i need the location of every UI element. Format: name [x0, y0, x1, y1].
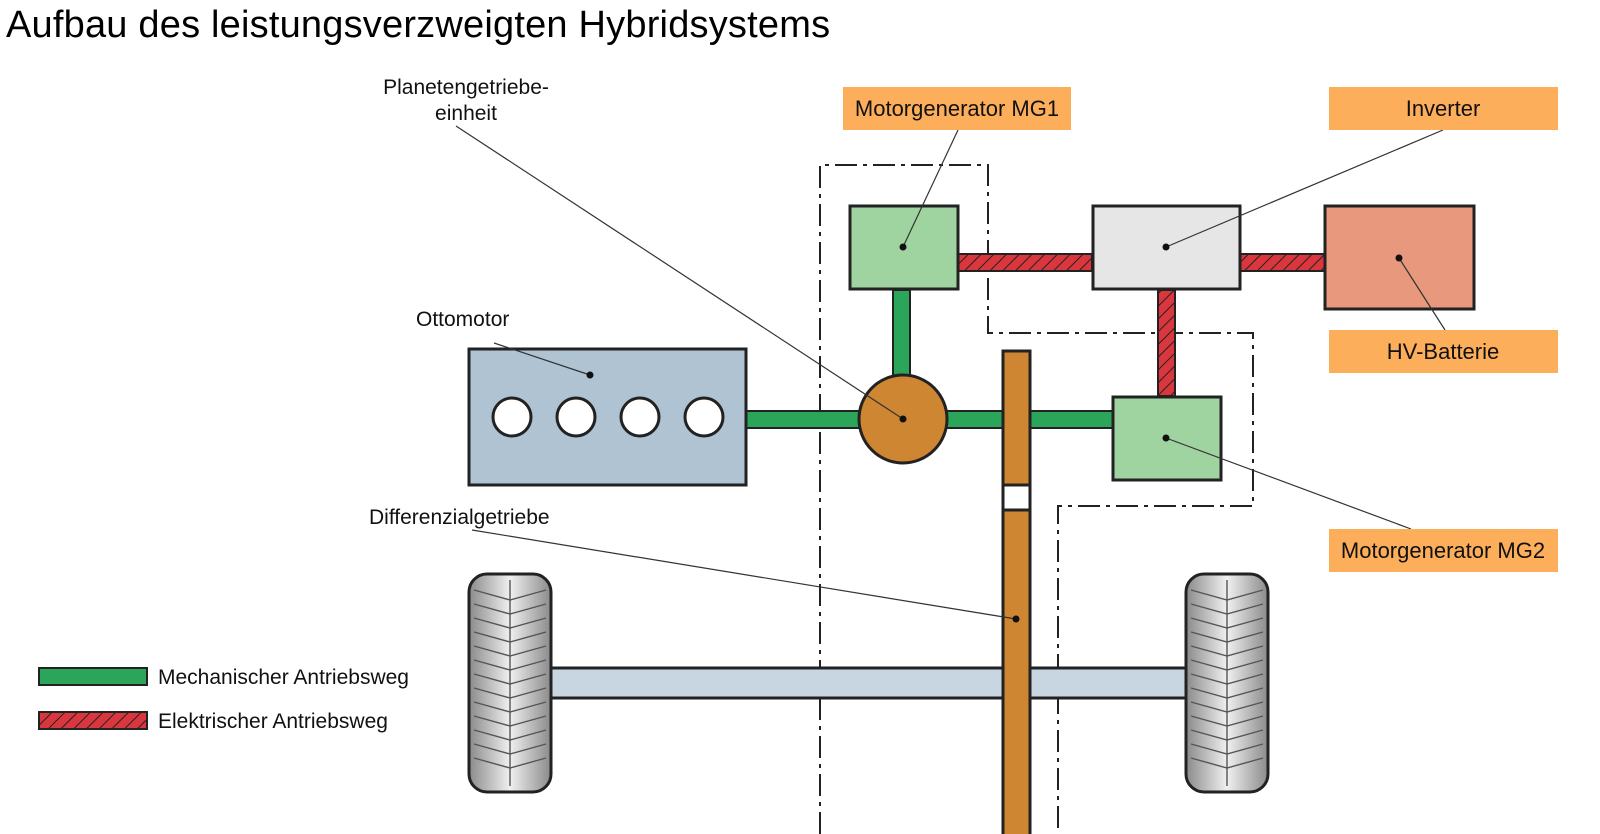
tag-inverter-text: Inverter [1406, 96, 1481, 121]
legend: Mechanischer Antriebsweg Elektrischer An… [38, 666, 409, 733]
tag-mg1 [843, 87, 1071, 130]
label-planetary-line2: einheit [435, 102, 497, 125]
leader-lines [455, 125, 1446, 620]
rear-axle [538, 666, 1202, 700]
engine-block [467, 347, 748, 487]
differential-shaft [1001, 349, 1032, 834]
label-planetary-line1: Planetengetriebe- [383, 76, 549, 99]
tag-hv-battery [1329, 330, 1558, 373]
tag-mg2 [1329, 529, 1558, 572]
label-differential: Differenzialgetriebe [369, 506, 550, 529]
tag-hv-battery-text: HV-Batterie [1387, 339, 1500, 364]
housing-outline [819, 164, 1254, 834]
legend-swatch-electrical [38, 711, 148, 730]
legend-swatch-mechanical [38, 667, 148, 686]
cylinder-3 [619, 396, 661, 438]
tag-inverter [1329, 87, 1558, 130]
anchor-dots [586, 243, 1403, 623]
wheel-right [1184, 572, 1270, 794]
cylinder-2 [555, 396, 597, 438]
legend-label-mechanical: Mechanischer Antriebsweg [158, 666, 409, 689]
tag-mg1-text: Motorgenerator MG1 [855, 96, 1059, 121]
cylinder-1 [491, 396, 533, 438]
legend-label-electrical: Elektrischer Antriebsweg [158, 710, 388, 733]
tag-mg2-text: Motorgenerator MG2 [1341, 538, 1545, 563]
label-ottomotor: Ottomotor [416, 308, 509, 331]
page-title: Aufbau des leistungsverzweigten Hybridsy… [6, 4, 831, 46]
wheel-left [467, 572, 553, 794]
cylinder-4 [683, 396, 725, 438]
